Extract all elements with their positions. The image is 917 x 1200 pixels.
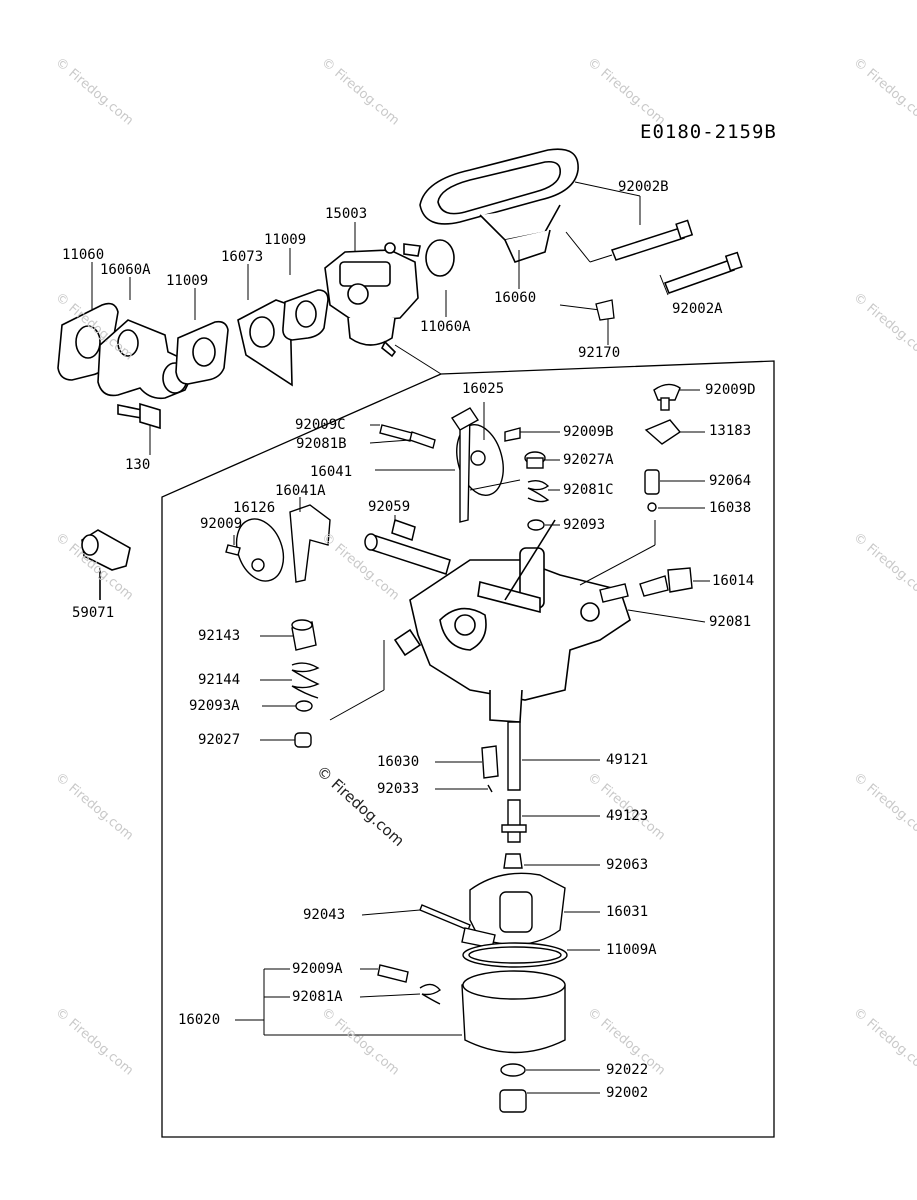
part-label: 11009A xyxy=(606,942,657,958)
part-label: 11060A xyxy=(420,319,471,335)
part-label: 92027 xyxy=(198,732,241,748)
part-label: 92093 xyxy=(563,517,606,533)
part-label: 92144 xyxy=(198,672,241,688)
carburetor-body xyxy=(393,519,631,723)
part-label: 92009C xyxy=(295,417,346,433)
part-label: 92009D xyxy=(705,382,756,398)
part-label: 59071 xyxy=(72,605,115,621)
part-label: 16073 xyxy=(221,249,264,265)
frame-outline xyxy=(161,360,775,1138)
part-label: 92027A xyxy=(563,452,614,468)
leader-lines-top xyxy=(91,181,669,455)
part-label: 13183 xyxy=(709,423,752,439)
part-label: 92022 xyxy=(606,1062,649,1078)
part-label: 16038 xyxy=(709,500,752,516)
manifold-parts xyxy=(57,289,329,430)
part-label: 16031 xyxy=(606,904,649,920)
lower-internals xyxy=(377,721,568,1113)
part-label: 92009A xyxy=(292,961,343,977)
part-label: 92063 xyxy=(606,857,649,873)
part-label: 11009 xyxy=(264,232,307,248)
part-label: 92002A xyxy=(672,301,723,317)
shaft-92059 xyxy=(364,519,451,575)
part-label: 92081A xyxy=(292,989,343,1005)
part-label: 92093A xyxy=(189,698,240,714)
part-label: 92081C xyxy=(563,482,614,498)
diagram-id: E0180-2159B xyxy=(640,121,777,143)
long-bolts xyxy=(611,219,743,294)
part-label: 15003 xyxy=(325,206,368,222)
carburetor-small xyxy=(324,242,421,358)
part-label: 16060 xyxy=(494,290,537,306)
part-label: 92009 xyxy=(200,516,243,532)
part-label: 92002B xyxy=(618,179,669,195)
part-label: 92143 xyxy=(198,628,241,644)
part-label: 16060A xyxy=(100,262,151,278)
part-label: 92064 xyxy=(709,473,752,489)
part-label: 16030 xyxy=(377,754,420,770)
part-label: 92043 xyxy=(303,907,346,923)
part-label: 92033 xyxy=(377,781,420,797)
part-label: 92170 xyxy=(578,345,621,361)
clip-92170 xyxy=(595,299,615,321)
leader-lines-frame xyxy=(99,389,710,1094)
left-internals xyxy=(225,504,331,748)
part-label: 92081 xyxy=(709,614,752,630)
part-label: 16014 xyxy=(712,573,755,589)
part-label: 49121 xyxy=(606,752,649,768)
part-label: 92081B xyxy=(296,436,347,452)
part-label: 16041 xyxy=(310,464,353,480)
part-label: 16041A xyxy=(275,483,326,499)
part-label: 130 xyxy=(125,457,151,473)
part-label: 16020 xyxy=(178,1012,221,1028)
part-label: 16025 xyxy=(462,381,505,397)
part-label: 11060 xyxy=(62,247,105,263)
part-label: 16126 xyxy=(233,500,276,516)
upper-internals xyxy=(379,383,693,603)
part-label: 92059 xyxy=(368,499,411,515)
part-label: 92002 xyxy=(606,1085,649,1101)
part-label: 11009 xyxy=(166,273,209,289)
intake-plate xyxy=(419,148,579,277)
part-label: 92009B xyxy=(563,424,614,440)
part-label: 49123 xyxy=(606,808,649,824)
